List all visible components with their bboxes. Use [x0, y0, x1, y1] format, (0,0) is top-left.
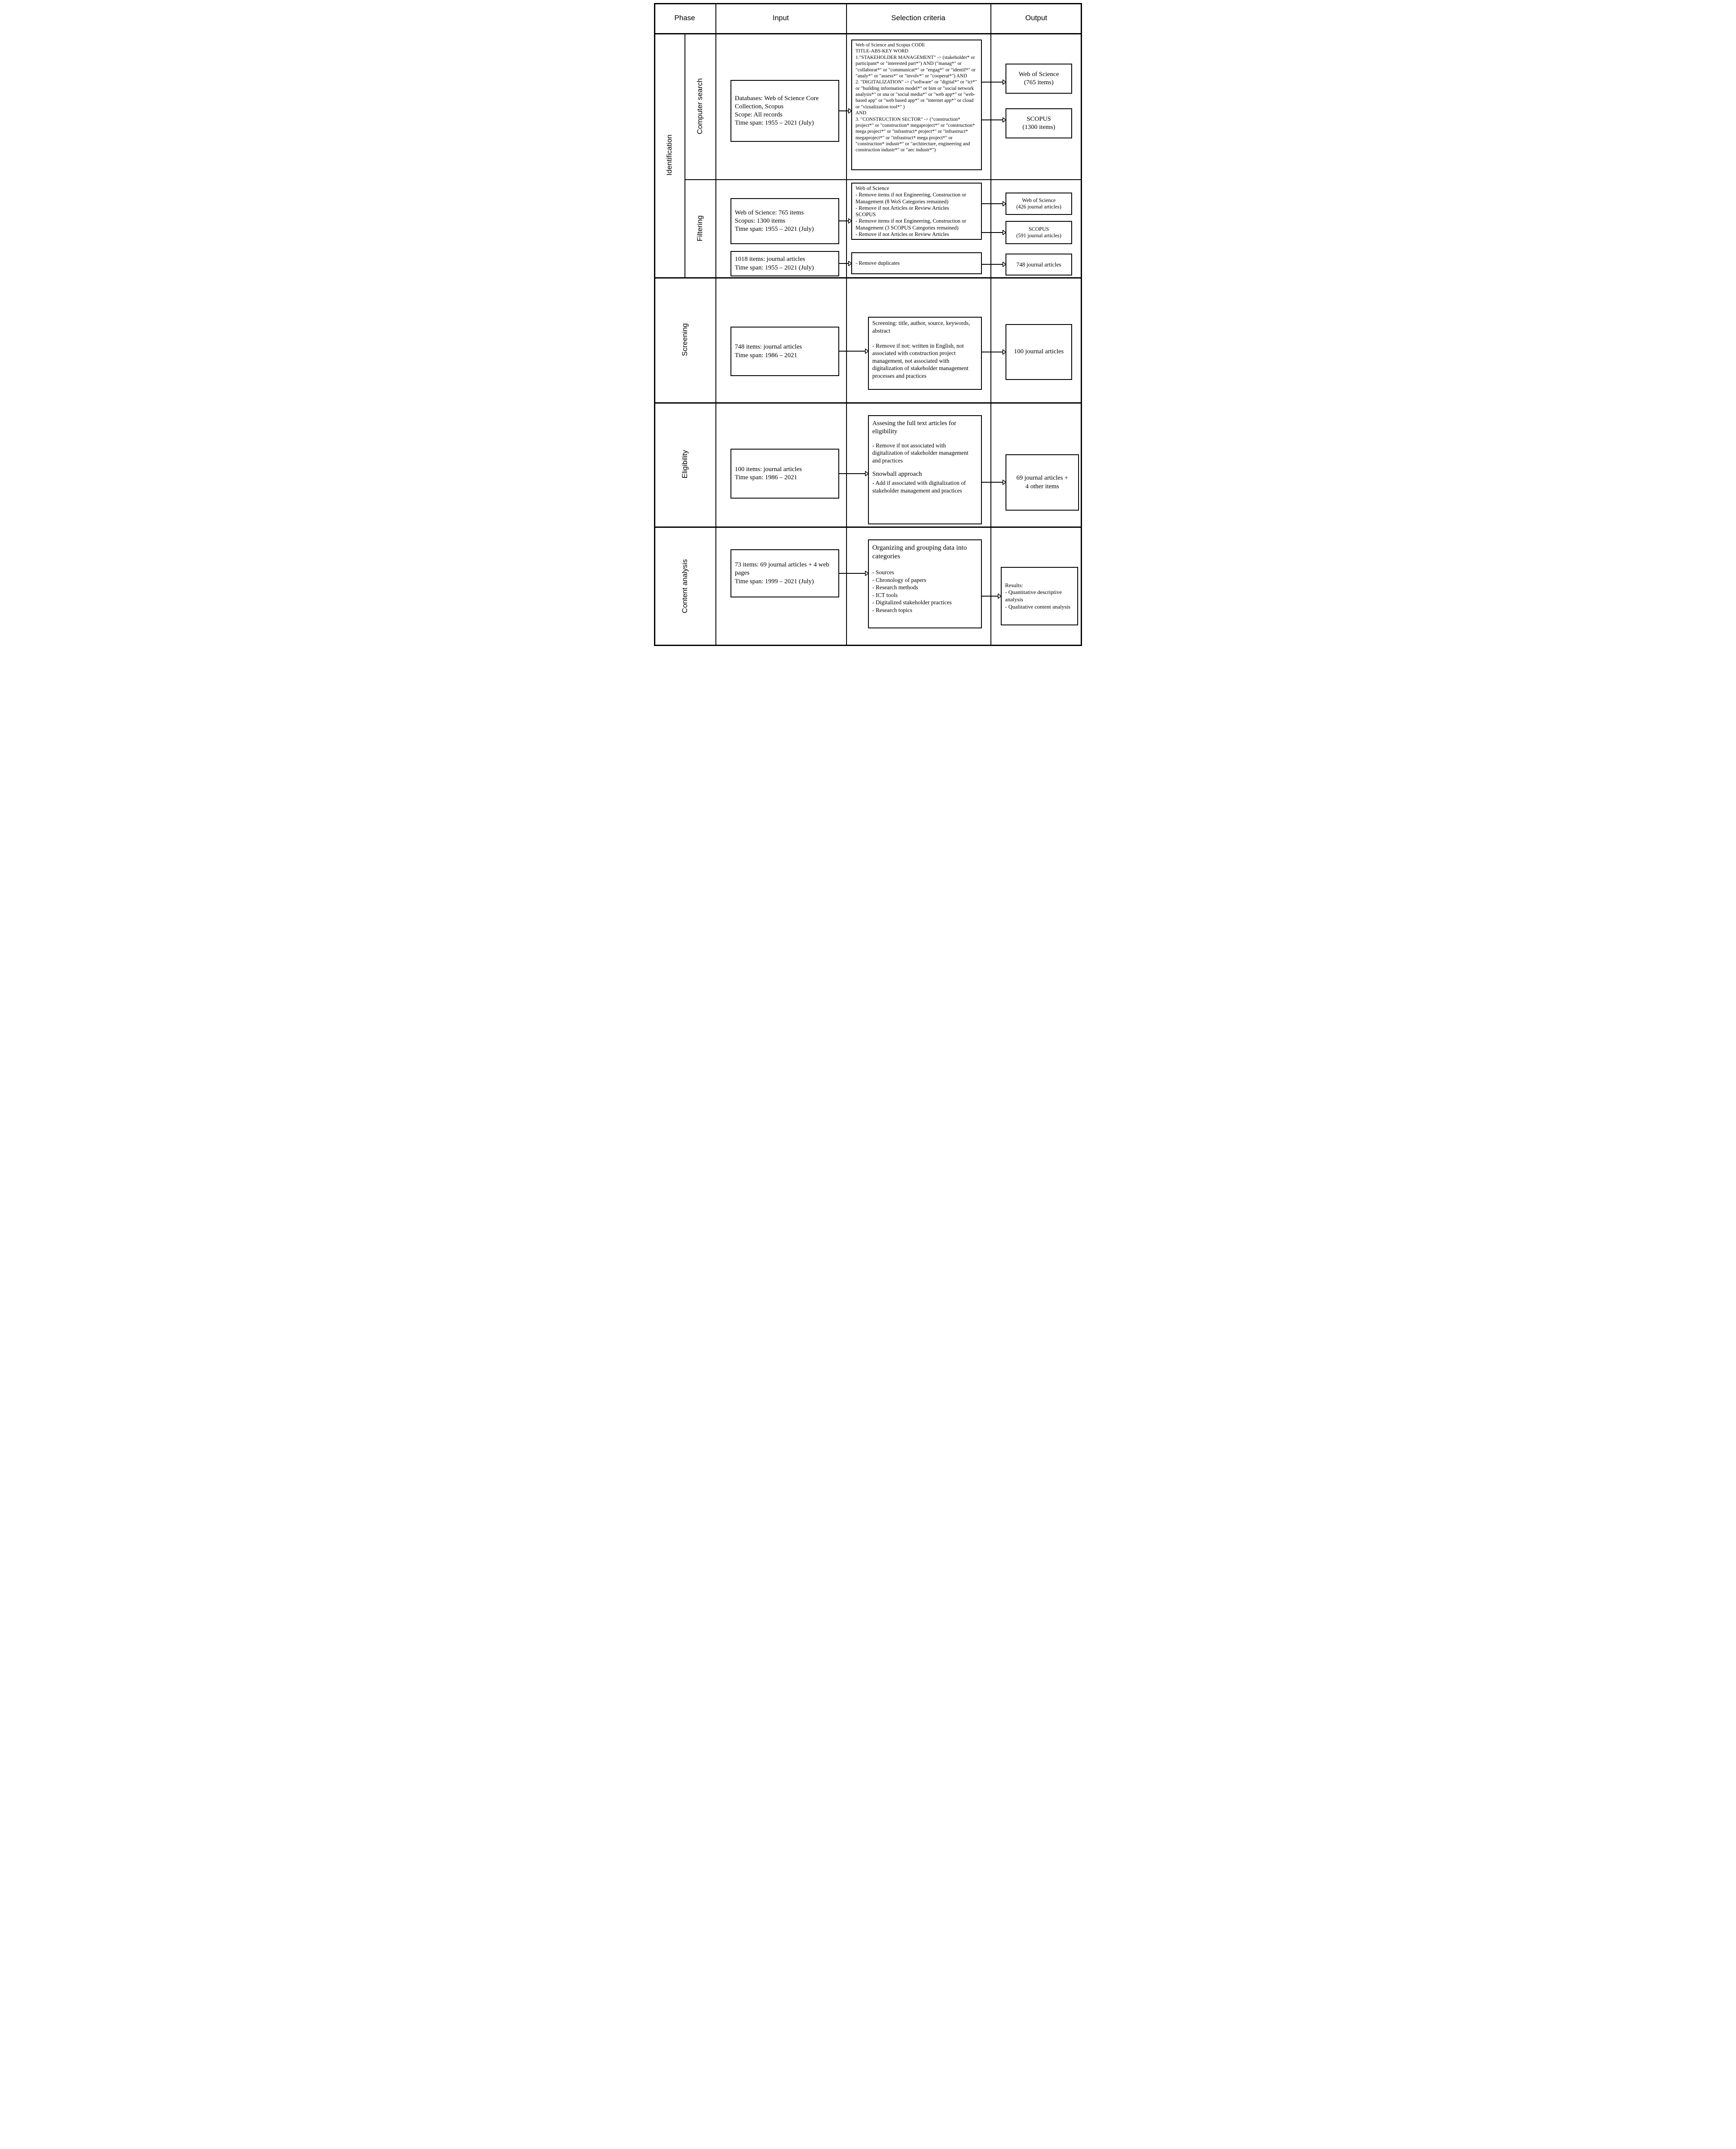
content-analysis-selection-title: Organizing and grouping data into catego… [872, 544, 967, 560]
eligibility-selection-box: Assesing the full text articles for elig… [868, 415, 982, 524]
computer-search-selection-box: Web of Science and Scopus CODE TITLE-ABS… [851, 40, 982, 170]
eligibility-input-box: 100 items: journal articles Time span: 1… [730, 449, 839, 499]
content-analysis-input-box: 73 items: 69 journal articles + 4 web pa… [730, 549, 839, 597]
divider [715, 3, 716, 646]
divider [654, 33, 1082, 34]
eligibility-output-box: 69 journal articles + 4 other items [1006, 454, 1079, 511]
computer-search-input-box: Databases: Web of Science Core Collectio… [730, 80, 839, 142]
arrow-computer-search-input-to-selection [838, 108, 852, 113]
phase-label-filtering: Filtering [685, 179, 715, 277]
column-header-selection-criteria-label: Selection criteria [891, 14, 945, 22]
column-header-input: Input [715, 3, 846, 33]
arrowhead-icon [1002, 201, 1006, 206]
arrowhead-icon [865, 471, 869, 476]
content-analysis-output-box: Results: - Quantitative descriptive anal… [1001, 567, 1078, 625]
arrow-filtering-selection2-to-output [981, 262, 1006, 267]
screening-output-box: 100 journal articles [1006, 324, 1072, 380]
arrow-eligibility-input-to-selection [838, 471, 869, 476]
arrowhead-icon [998, 594, 1002, 599]
column-header-output-label: Output [1025, 14, 1048, 22]
column-header-phase: Phase [654, 3, 715, 33]
phase-label-eligibility: Eligibility [654, 402, 715, 527]
phase-label-content-analysis-text: Content analysis [680, 559, 689, 613]
arrowhead-icon [865, 349, 869, 354]
arrow-filtering-input1-to-selection1 [838, 218, 852, 223]
divider [654, 645, 1082, 646]
divider [654, 277, 1082, 279]
arrow-computer-search-selection-to-scopus [981, 117, 1006, 122]
divider [990, 3, 991, 646]
computer-search-output-scopus-box: SCOPUS (1300 items) [1006, 108, 1072, 138]
arrow-screening-selection-to-output [981, 349, 1006, 355]
content-analysis-selection-box: Organizing and grouping data into catego… [868, 539, 982, 628]
eligibility-selection-subtitle: Snowball approach [872, 471, 922, 478]
divider [654, 3, 655, 646]
arrowhead-icon [865, 571, 869, 576]
filtering-output-wos-box: Web of Science (426 journal articles) [1006, 193, 1072, 215]
filtering-selection-box-1: Web of Science - Remove items if not Eng… [851, 183, 982, 240]
arrowhead-icon [1002, 117, 1006, 122]
phase-label-filtering-text: Filtering [696, 215, 704, 242]
filtering-input-box-1: Web of Science: 765 items Scopus: 1300 i… [730, 198, 839, 244]
filtering-output-scopus-box: SCOPUS (591 journal articles) [1006, 221, 1072, 244]
divider [685, 179, 1082, 180]
arrow-content-analysis-selection-to-output [981, 594, 1002, 599]
arrow-content-analysis-input-to-selection [838, 571, 869, 576]
phase-label-eligibility-text: Eligibility [680, 450, 689, 479]
arrow-filtering-selection1-to-wos [981, 201, 1006, 206]
arrowhead-icon [848, 261, 852, 266]
phase-label-computer-search: Computer search [685, 33, 715, 179]
arrowhead-icon [848, 108, 852, 113]
eligibility-selection-title: Assesing the full text articles for elig… [872, 420, 957, 435]
arrow-screening-input-to-selection [838, 349, 869, 354]
arrow-computer-search-selection-to-wos [981, 80, 1006, 85]
content-analysis-selection-body: - Sources - Chronology of papers - Resea… [872, 569, 952, 613]
column-header-input-label: Input [773, 14, 789, 22]
arrowhead-icon [1002, 230, 1006, 235]
arrow-filtering-selection1-to-scopus [981, 230, 1006, 235]
arrow-filtering-input2-to-selection2 [838, 261, 852, 266]
divider [654, 3, 1082, 4]
phase-label-identification: Identification [654, 33, 685, 277]
computer-search-output-wos-box: Web of Science (765 items) [1006, 64, 1072, 94]
phase-label-identification-text: Identification [665, 135, 673, 176]
eligibility-selection-body: - Remove if not associated with digitali… [872, 442, 969, 464]
column-header-output: Output [990, 3, 1082, 33]
filtering-selection-box-2: - Remove duplicates [851, 252, 982, 274]
phase-label-content-analysis: Content analysis [654, 527, 715, 646]
arrowhead-icon [1002, 349, 1006, 355]
divider [846, 3, 847, 646]
filtering-input-box-2: 1018 items: journal articles Time span: … [730, 251, 839, 276]
phase-label-screening: Screening [654, 277, 715, 402]
arrow-eligibility-selection-to-output [981, 480, 1006, 485]
column-header-selection-criteria: Selection criteria [846, 3, 990, 33]
divider [654, 402, 1082, 404]
arrowhead-icon [1002, 262, 1006, 267]
divider [1081, 3, 1082, 646]
arrowhead-icon [1002, 480, 1006, 485]
eligibility-selection-body-2: - Add if associated with digitalization … [872, 480, 966, 494]
column-header-phase-label: Phase [674, 14, 695, 22]
filtering-output-deduplicated-box: 748 journal articles [1006, 254, 1072, 276]
phase-label-screening-text: Screening [680, 323, 689, 356]
screening-selection-box: Screening: title, author, source, keywor… [868, 317, 982, 390]
phase-label-computer-search-text: Computer search [696, 78, 704, 135]
arrowhead-icon [1002, 80, 1006, 85]
prisma-flow-diagram: Phase Input Selection criteria Output Id… [651, 0, 1085, 648]
divider [654, 527, 1082, 528]
arrowhead-icon [848, 218, 852, 223]
screening-input-box: 748 items: journal articles Time span: 1… [730, 327, 839, 376]
